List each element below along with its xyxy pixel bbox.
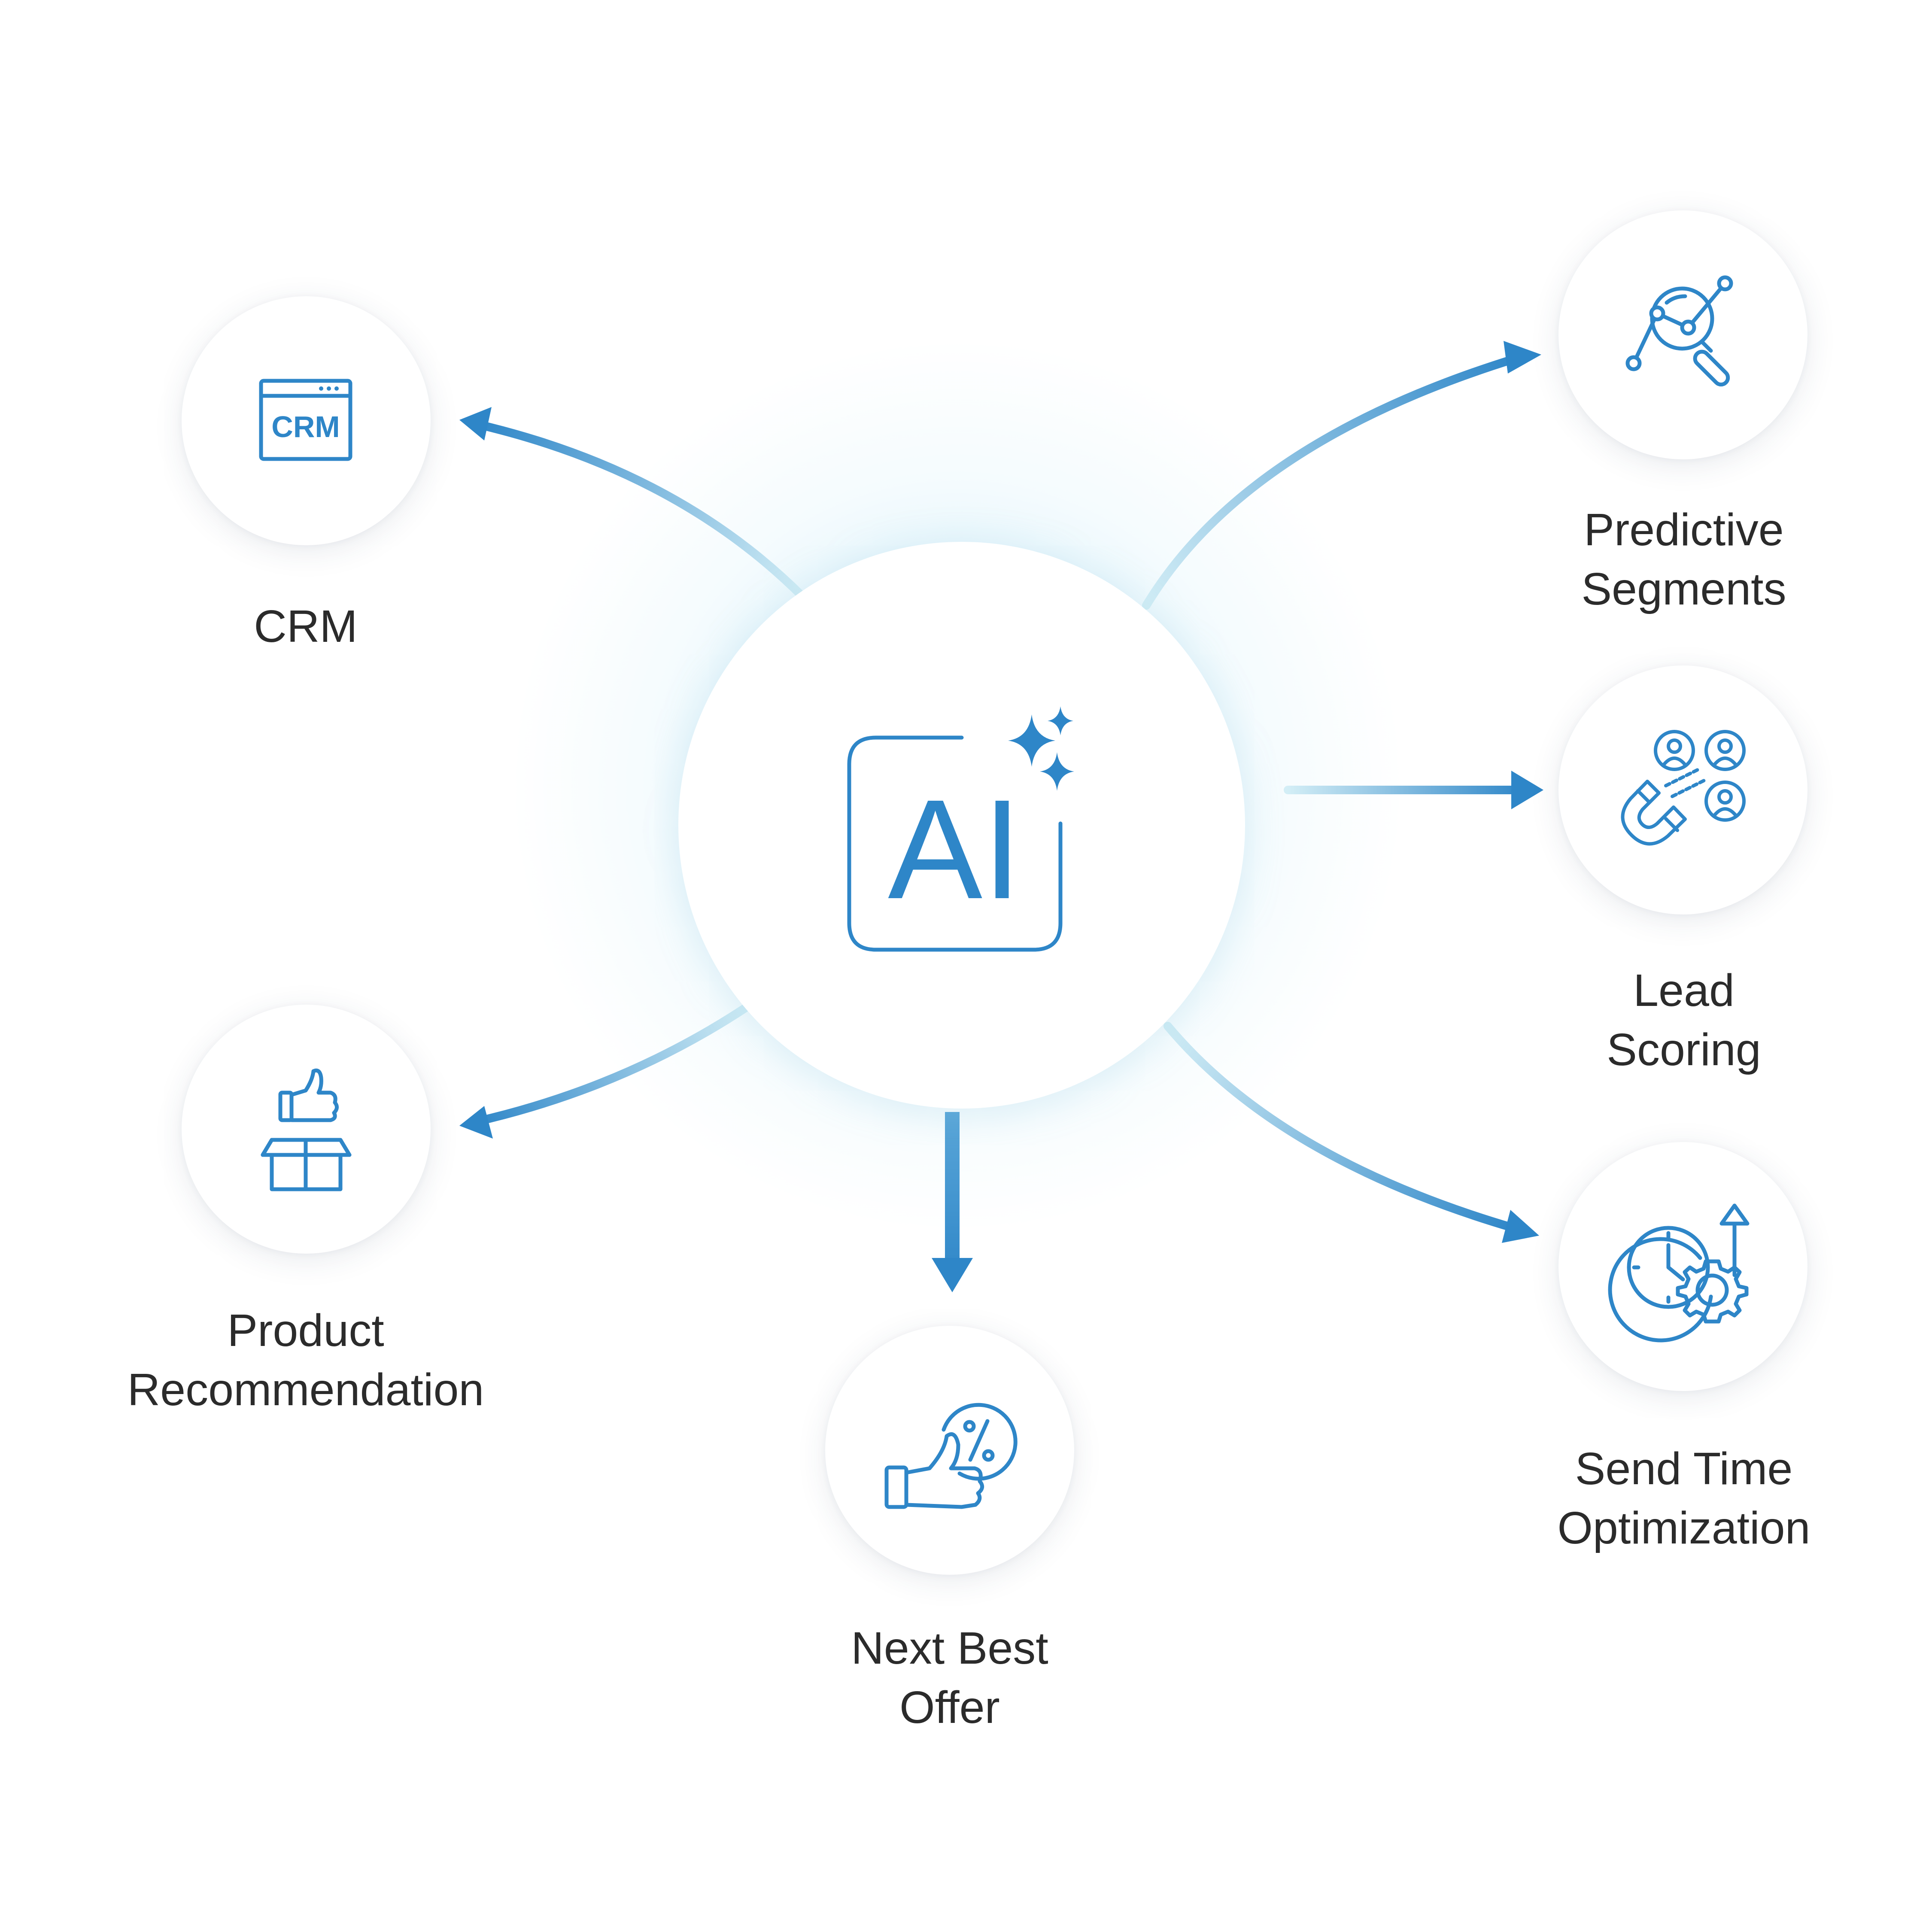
arrow-to-product-recommendation (477, 1002, 751, 1125)
lead-scoring-label: Lead Scoring (1607, 965, 1761, 1075)
send-time-optimization-node (1558, 1142, 1807, 1391)
arrowhead-product-recommendation (459, 1106, 493, 1139)
arrow-to-crm (477, 421, 807, 601)
arrow-to-send-time-optimization (1163, 1022, 1518, 1232)
predictive-segments-node (1558, 210, 1807, 459)
next-best-offer-node (825, 1326, 1074, 1575)
sparkle-icon (1008, 706, 1074, 791)
arrow-to-predictive-segments (1142, 354, 1520, 610)
product-recommendation-label: Product Recommendation (127, 1305, 484, 1415)
crm-node (182, 296, 431, 545)
arrowhead-send-time-optimization (1502, 1210, 1539, 1243)
predictive-segments-label: Predictive Segments (1581, 504, 1786, 614)
next-best-offer-label: Next Best Offer (851, 1623, 1048, 1733)
crm-icon-text: CRM (271, 410, 340, 444)
arrowhead-next-best-offer (932, 1258, 973, 1292)
ai-center-circle (678, 542, 1245, 1109)
send-time-optimization-label: Send Time Optimization (1557, 1443, 1810, 1553)
arrowhead-lead-scoring (1511, 771, 1543, 809)
product-recommendation-node (182, 1005, 431, 1254)
ai-label: AI (888, 770, 1022, 928)
crm-label: CRM (254, 601, 358, 652)
arrowhead-crm (459, 407, 492, 440)
arrowhead-predictive-segments (1504, 341, 1541, 374)
